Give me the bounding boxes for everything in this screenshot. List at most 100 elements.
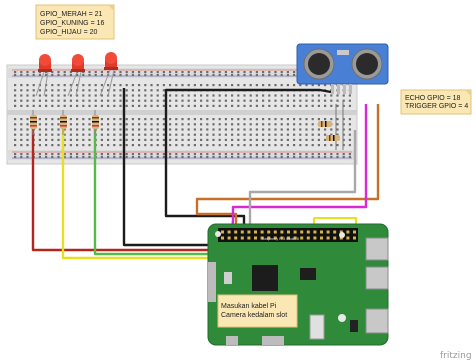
breadboard-hole [57, 144, 60, 147]
breadboard-hole [280, 84, 283, 87]
breadboard-hole [280, 71, 283, 74]
breadboard-hole [156, 74, 159, 77]
breadboard-hole [237, 153, 240, 156]
breadboard-hole [218, 99, 221, 102]
breadboard-hole [113, 118, 116, 121]
breadboard-hole [212, 74, 215, 77]
breadboard-hole [63, 156, 66, 159]
breadboard-hole [286, 123, 289, 126]
breadboard-hole [14, 99, 17, 102]
breadboard-hole [88, 71, 91, 74]
breadboard-hole [255, 118, 258, 121]
breadboard-hole [218, 144, 221, 147]
gpio-pin [333, 230, 337, 234]
breadboard-hole [299, 133, 302, 136]
breadboard-hole [107, 144, 110, 147]
breadboard-hole [20, 99, 23, 102]
breadboard-hole [175, 153, 178, 156]
breadboard-hole [311, 156, 314, 159]
wire-gray [248, 130, 357, 234]
breadboard-hole [51, 89, 54, 92]
breadboard-hole [51, 144, 54, 147]
note-line: Camera kedalam slot [221, 312, 287, 319]
breadboard-hole [57, 128, 60, 131]
breadboard-hole [57, 156, 60, 159]
breadboard-hole [187, 156, 190, 159]
breadboard-hole [156, 89, 159, 92]
breadboard-hole [224, 74, 227, 77]
breadboard-hole [212, 84, 215, 87]
breadboard-hole [206, 128, 209, 131]
breadboard-hole [113, 94, 116, 97]
breadboard-hole [69, 153, 72, 156]
breadboard-hole [218, 94, 221, 97]
breadboard-hole [299, 123, 302, 126]
gpio-pin [313, 230, 317, 234]
breadboard-hole [88, 84, 91, 87]
breadboard-hole [175, 123, 178, 126]
breadboard-hole [243, 128, 246, 131]
breadboard-hole [187, 133, 190, 136]
breadboard-hole [231, 138, 234, 141]
breadboard-hole [38, 99, 41, 102]
breadboard-hole [206, 153, 209, 156]
breadboard-hole [181, 84, 184, 87]
breadboard-hole [51, 74, 54, 77]
breadboard-hole [144, 84, 147, 87]
breadboard-hole [144, 74, 147, 77]
breadboard-hole [268, 84, 271, 87]
breadboard-hole [274, 138, 277, 141]
breadboard-hole [317, 104, 320, 107]
breadboard-hole [138, 144, 141, 147]
breadboard-hole [348, 138, 351, 141]
breadboard-hole [162, 99, 165, 102]
breadboard-hole [125, 74, 128, 77]
breadboard-hole [38, 118, 41, 121]
breadboard-hole [218, 153, 221, 156]
breadboard-hole [262, 94, 265, 97]
breadboard-hole [255, 71, 258, 74]
breadboard-hole [113, 89, 116, 92]
breadboard-hole [144, 144, 147, 147]
breadboard-hole [76, 138, 79, 141]
breadboard-hole [274, 144, 277, 147]
breadboard-hole [76, 99, 79, 102]
breadboard-hole [193, 118, 196, 121]
breadboard-hole [181, 128, 184, 131]
breadboard-hole [274, 104, 277, 107]
breadboard-hole [82, 123, 85, 126]
breadboard-hole [156, 104, 159, 107]
breadboard-hole [187, 94, 190, 97]
breadboard-hole [212, 153, 215, 156]
breadboard-hole [100, 153, 103, 156]
breadboard-hole [14, 138, 17, 141]
breadboard-hole [255, 133, 258, 136]
breadboard-hole [255, 123, 258, 126]
breadboard-hole [336, 99, 339, 102]
breadboard-hole [348, 118, 351, 121]
breadboard-hole [175, 156, 178, 159]
breadboard-hole [212, 138, 215, 141]
breadboard-hole [330, 153, 333, 156]
breadboard-hole [82, 74, 85, 77]
breadboard-hole [262, 84, 265, 87]
breadboard-hole [187, 104, 190, 107]
breadboard-hole [249, 144, 252, 147]
breadboard-hole [317, 156, 320, 159]
breadboard-hole [113, 156, 116, 159]
breadboard-hole [286, 144, 289, 147]
breadboard-hole [200, 133, 203, 136]
breadboard-hole [76, 144, 79, 147]
breadboard-hole [286, 94, 289, 97]
led-red-group [35, 54, 52, 97]
breadboard-hole [175, 84, 178, 87]
breadboard-hole [63, 89, 66, 92]
breadboard-hole [224, 84, 227, 87]
breadboard-hole [69, 133, 72, 136]
breadboard-hole [268, 138, 271, 141]
breadboard-hole [119, 156, 122, 159]
breadboard-hole [218, 128, 221, 131]
breadboard-hole [82, 89, 85, 92]
gpio-pin [240, 230, 244, 234]
breadboard-hole [69, 71, 72, 74]
